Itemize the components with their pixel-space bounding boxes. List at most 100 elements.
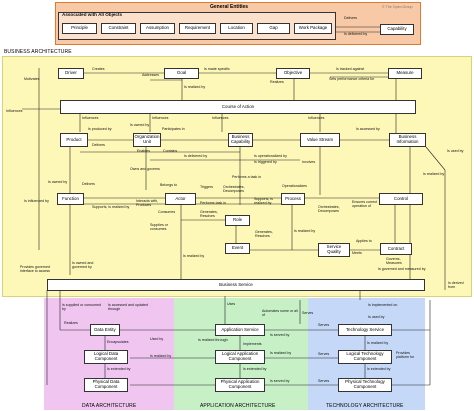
label-delivers-2: Delivers xyxy=(82,182,95,186)
data-entity-box[interactable]: Data Entity xyxy=(90,324,120,336)
business-capability-box[interactable]: Business Capability xyxy=(228,133,253,147)
label-influences-2: Influences xyxy=(152,116,169,120)
actor-box[interactable]: Actor xyxy=(165,193,196,205)
label-owns-and-governs: Owns and governs xyxy=(130,167,160,171)
label-creates: Creates xyxy=(92,67,105,71)
label-supports-realized: Supports, is realized by xyxy=(92,205,130,209)
label-is-owned-governed: Is owned and governed by xyxy=(72,261,94,269)
tech-label-is-realized-by: Is realized by xyxy=(367,341,389,345)
label-is-realized-by-2: Is realized by xyxy=(423,172,445,176)
business-service-box[interactable]: Business Service xyxy=(47,279,425,291)
label-generates-resolves: Generates, Resolves xyxy=(200,210,218,218)
requirement-box[interactable]: Requirement xyxy=(179,23,216,34)
is-delivered-by-label: Is delivered by xyxy=(344,32,368,36)
tech-label-serves-3: Serves xyxy=(318,379,330,383)
label-influences-1: Influences xyxy=(82,116,99,120)
label-is-accessed-updated: Is accessed and updated through xyxy=(108,303,148,311)
product-box[interactable]: Product xyxy=(60,133,88,147)
label-supports-realized-2: Supports, is realized by xyxy=(254,197,273,205)
goal-box[interactable]: Goal xyxy=(164,68,199,79)
work-package-box[interactable]: Work Package xyxy=(294,23,332,34)
label-influences-3: Influences xyxy=(212,116,229,120)
label-is-made-specific: Is made specific xyxy=(204,67,230,71)
data-label-used-by: Used by xyxy=(150,337,164,341)
label-consumes: Consumes xyxy=(158,210,176,214)
application-service-box[interactable]: Application Service xyxy=(215,324,265,336)
label-sets-performance: Sets performance criteria for xyxy=(329,77,375,81)
label-is-realized-by: Is realized by xyxy=(184,85,206,89)
data-label-encapsulates: Encapsulates xyxy=(107,340,129,344)
app-label-is-extended-by: Is extended by xyxy=(243,367,267,371)
business-architecture-label: BUSINESS ARCHITECTURE xyxy=(4,49,72,55)
label-motivates: Motivates xyxy=(24,77,40,81)
data-architecture-label: DATA ARCHITECTURE xyxy=(82,403,137,409)
label-is-owned-by-top: Is owned by xyxy=(130,123,150,127)
constraint-box[interactable]: Constraint xyxy=(101,23,136,34)
physical-application-component-box[interactable]: Physical Application Component xyxy=(215,378,265,392)
app-label-is-realized-through: Is realized through xyxy=(198,338,228,342)
label-realizes: Realizes xyxy=(270,80,284,84)
measure-box[interactable]: Measure xyxy=(388,68,422,79)
label-interacts-with: Interacts with, Produces xyxy=(136,199,159,207)
event-box[interactable]: Event xyxy=(225,243,250,254)
data-label-is-realized-by: Is realized by xyxy=(150,354,172,358)
location-box[interactable]: Location xyxy=(220,23,253,34)
label-is-derived-from: Is derived from xyxy=(448,281,464,289)
physical-data-component-box[interactable]: Physical Data Component xyxy=(84,378,128,392)
business-architecture-region xyxy=(2,56,472,297)
label-triggers: Triggers xyxy=(200,185,214,189)
label-ensures-correct: Ensures correct operation of xyxy=(352,200,378,208)
label-is-used-by-right: Is used by xyxy=(368,315,385,319)
logical-technology-component-box[interactable]: Logical Technology Component xyxy=(338,350,392,364)
function-box[interactable]: Function xyxy=(57,193,84,205)
tech-label-serves: Serves xyxy=(318,323,330,327)
technology-service-box[interactable]: Technology Service xyxy=(338,324,392,336)
label-supplies-or-consumes: Supplies or consumes xyxy=(150,223,168,231)
service-quality-box[interactable]: Service Quality xyxy=(318,243,350,257)
label-participates-in: Participates in xyxy=(162,127,185,131)
course-of-action-box[interactable]: Course of Action xyxy=(60,100,416,114)
label-orchestrates-2: Orchestrates, Decomposes xyxy=(318,205,340,213)
application-architecture-label: APPLICATION ARCHITECTURE xyxy=(200,403,276,409)
label-is-tracked-against: Is tracked against xyxy=(336,67,365,71)
label-uses: Uses xyxy=(227,302,236,306)
value-stream-box[interactable]: Value Stream xyxy=(300,133,340,147)
label-is-realized-by-4: Is realized by xyxy=(294,229,316,233)
label-is-used-by: Is used by xyxy=(447,149,464,153)
label-contains: Contains xyxy=(163,149,178,153)
label-is-accessed-by: Is accessed by xyxy=(356,127,380,131)
label-operationalizes: Operationalizes xyxy=(282,184,307,188)
data-label-realizes: Realizes xyxy=(64,321,78,325)
app-label-is-realized-by: Is realized by xyxy=(270,351,292,355)
general-entities-title: General Entities xyxy=(210,4,249,10)
technology-architecture-label: TECHNOLOGY ARCHITECTURE xyxy=(326,403,404,409)
associated-title: Associated with All Objects xyxy=(62,12,123,17)
copyright-note: © The Open Group xyxy=(382,5,413,9)
label-automates: Automates some or all of xyxy=(262,309,298,317)
label-meets: Meets xyxy=(352,251,362,255)
business-information-box[interactable]: Business Information xyxy=(389,133,426,147)
capability-box[interactable]: Capability xyxy=(380,24,414,35)
label-is-operationalized-by: Is operationalized by xyxy=(254,154,287,158)
assumption-box[interactable]: Assumption xyxy=(140,23,175,34)
process-box[interactable]: Process xyxy=(281,193,305,205)
driver-box[interactable]: Driver xyxy=(58,68,84,79)
label-is-delivered-by: Is delivered by xyxy=(184,154,208,158)
role-box[interactable]: Role xyxy=(225,215,250,226)
logical-data-component-box[interactable]: Logical Data Component xyxy=(84,350,128,364)
label-is-produced-by: Is produced by xyxy=(88,127,112,131)
label-serves: Serves xyxy=(302,311,314,315)
gap-box[interactable]: Gap xyxy=(257,23,290,34)
physical-technology-component-box[interactable]: Physical Technology Component xyxy=(338,378,392,392)
contract-box[interactable]: Contract xyxy=(380,243,412,255)
organization-unit-box[interactable]: Organization Unit xyxy=(133,133,161,147)
label-delivers: Delivers xyxy=(92,143,105,147)
logical-application-component-box[interactable]: Logical Application Component xyxy=(215,350,265,364)
label-applies-to: Applies to xyxy=(356,239,372,243)
label-involves: Involves xyxy=(302,160,316,164)
label-is-influenced-by: Is influenced by xyxy=(24,199,49,203)
label-influences-left: Influences xyxy=(6,109,23,113)
principle-box[interactable]: Principle xyxy=(62,23,97,34)
objective-box[interactable]: Objective xyxy=(276,68,310,79)
control-box[interactable]: Control xyxy=(379,193,423,205)
